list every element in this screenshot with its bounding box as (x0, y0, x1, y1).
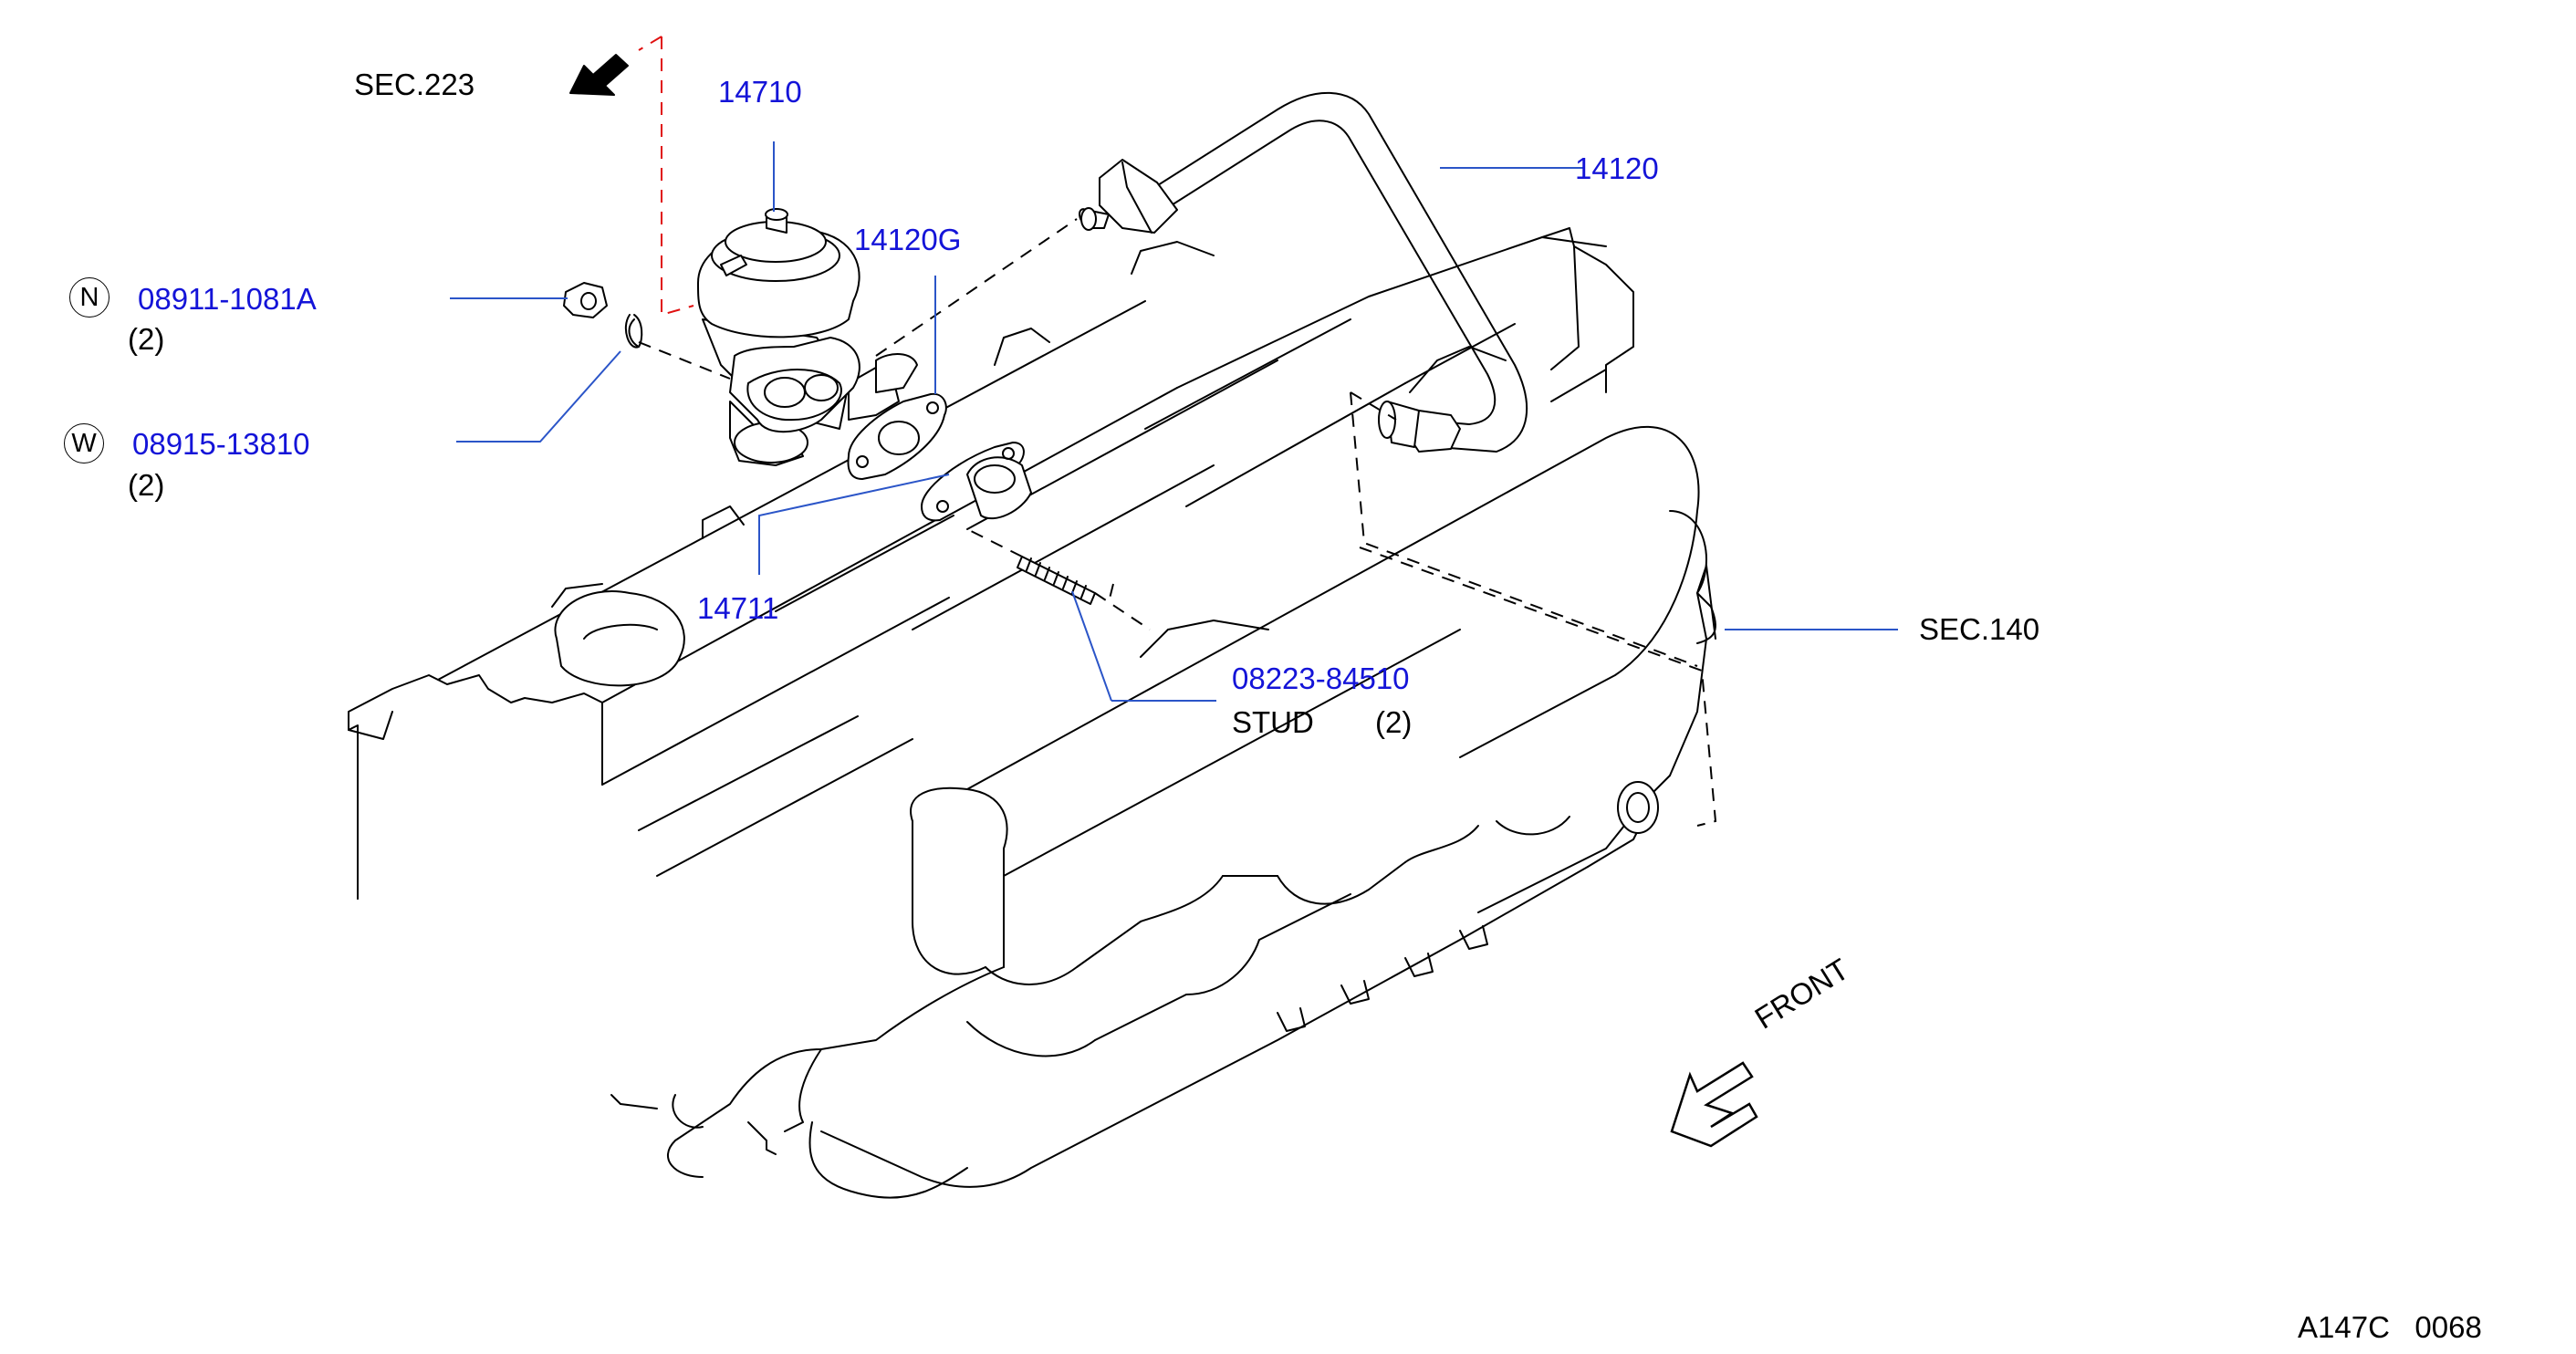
front-arrow-icon (1670, 1061, 1758, 1148)
sec223-reference: SEC.223 (354, 68, 475, 101)
engine-block (348, 227, 1716, 1199)
sec140-reference: SEC.140 (1919, 612, 2040, 646)
nut-quantity: (2) (128, 322, 165, 356)
egr-tube-part-number: 14120 (1575, 151, 1659, 185)
stud-name: STUD (1232, 705, 1314, 739)
leader-lines (450, 141, 1898, 702)
washer-quantity: (2) (128, 468, 165, 502)
egr-tube-drawing (1079, 91, 1528, 453)
egr-gasket-drawing (847, 392, 947, 480)
stud-quantity: (2) (1375, 705, 1413, 739)
stud-part-number: 08223-84510 (1232, 661, 1410, 695)
stud-drawing (1017, 556, 1096, 605)
nut-part-number: 08911-1081A (138, 282, 317, 316)
nut-badge: N (69, 277, 110, 318)
egr-adapter-part-number: 14711 (697, 591, 779, 625)
assembly-dashed-lines (638, 36, 1717, 827)
egr-valve-part-number: 14710 (718, 75, 802, 109)
washer-badge: W (64, 423, 104, 463)
egr-adapter-drawing (921, 442, 1032, 522)
nut-washer-drawing (563, 282, 643, 349)
egr-valve-drawing (697, 208, 918, 466)
diagram-code: A147C 0068 (2298, 1310, 2482, 1344)
egr-gasket-part-number: 14120G (854, 223, 962, 256)
washer-part-number: 08915-13810 (132, 427, 310, 461)
sec223-arrow-icon (569, 54, 629, 96)
